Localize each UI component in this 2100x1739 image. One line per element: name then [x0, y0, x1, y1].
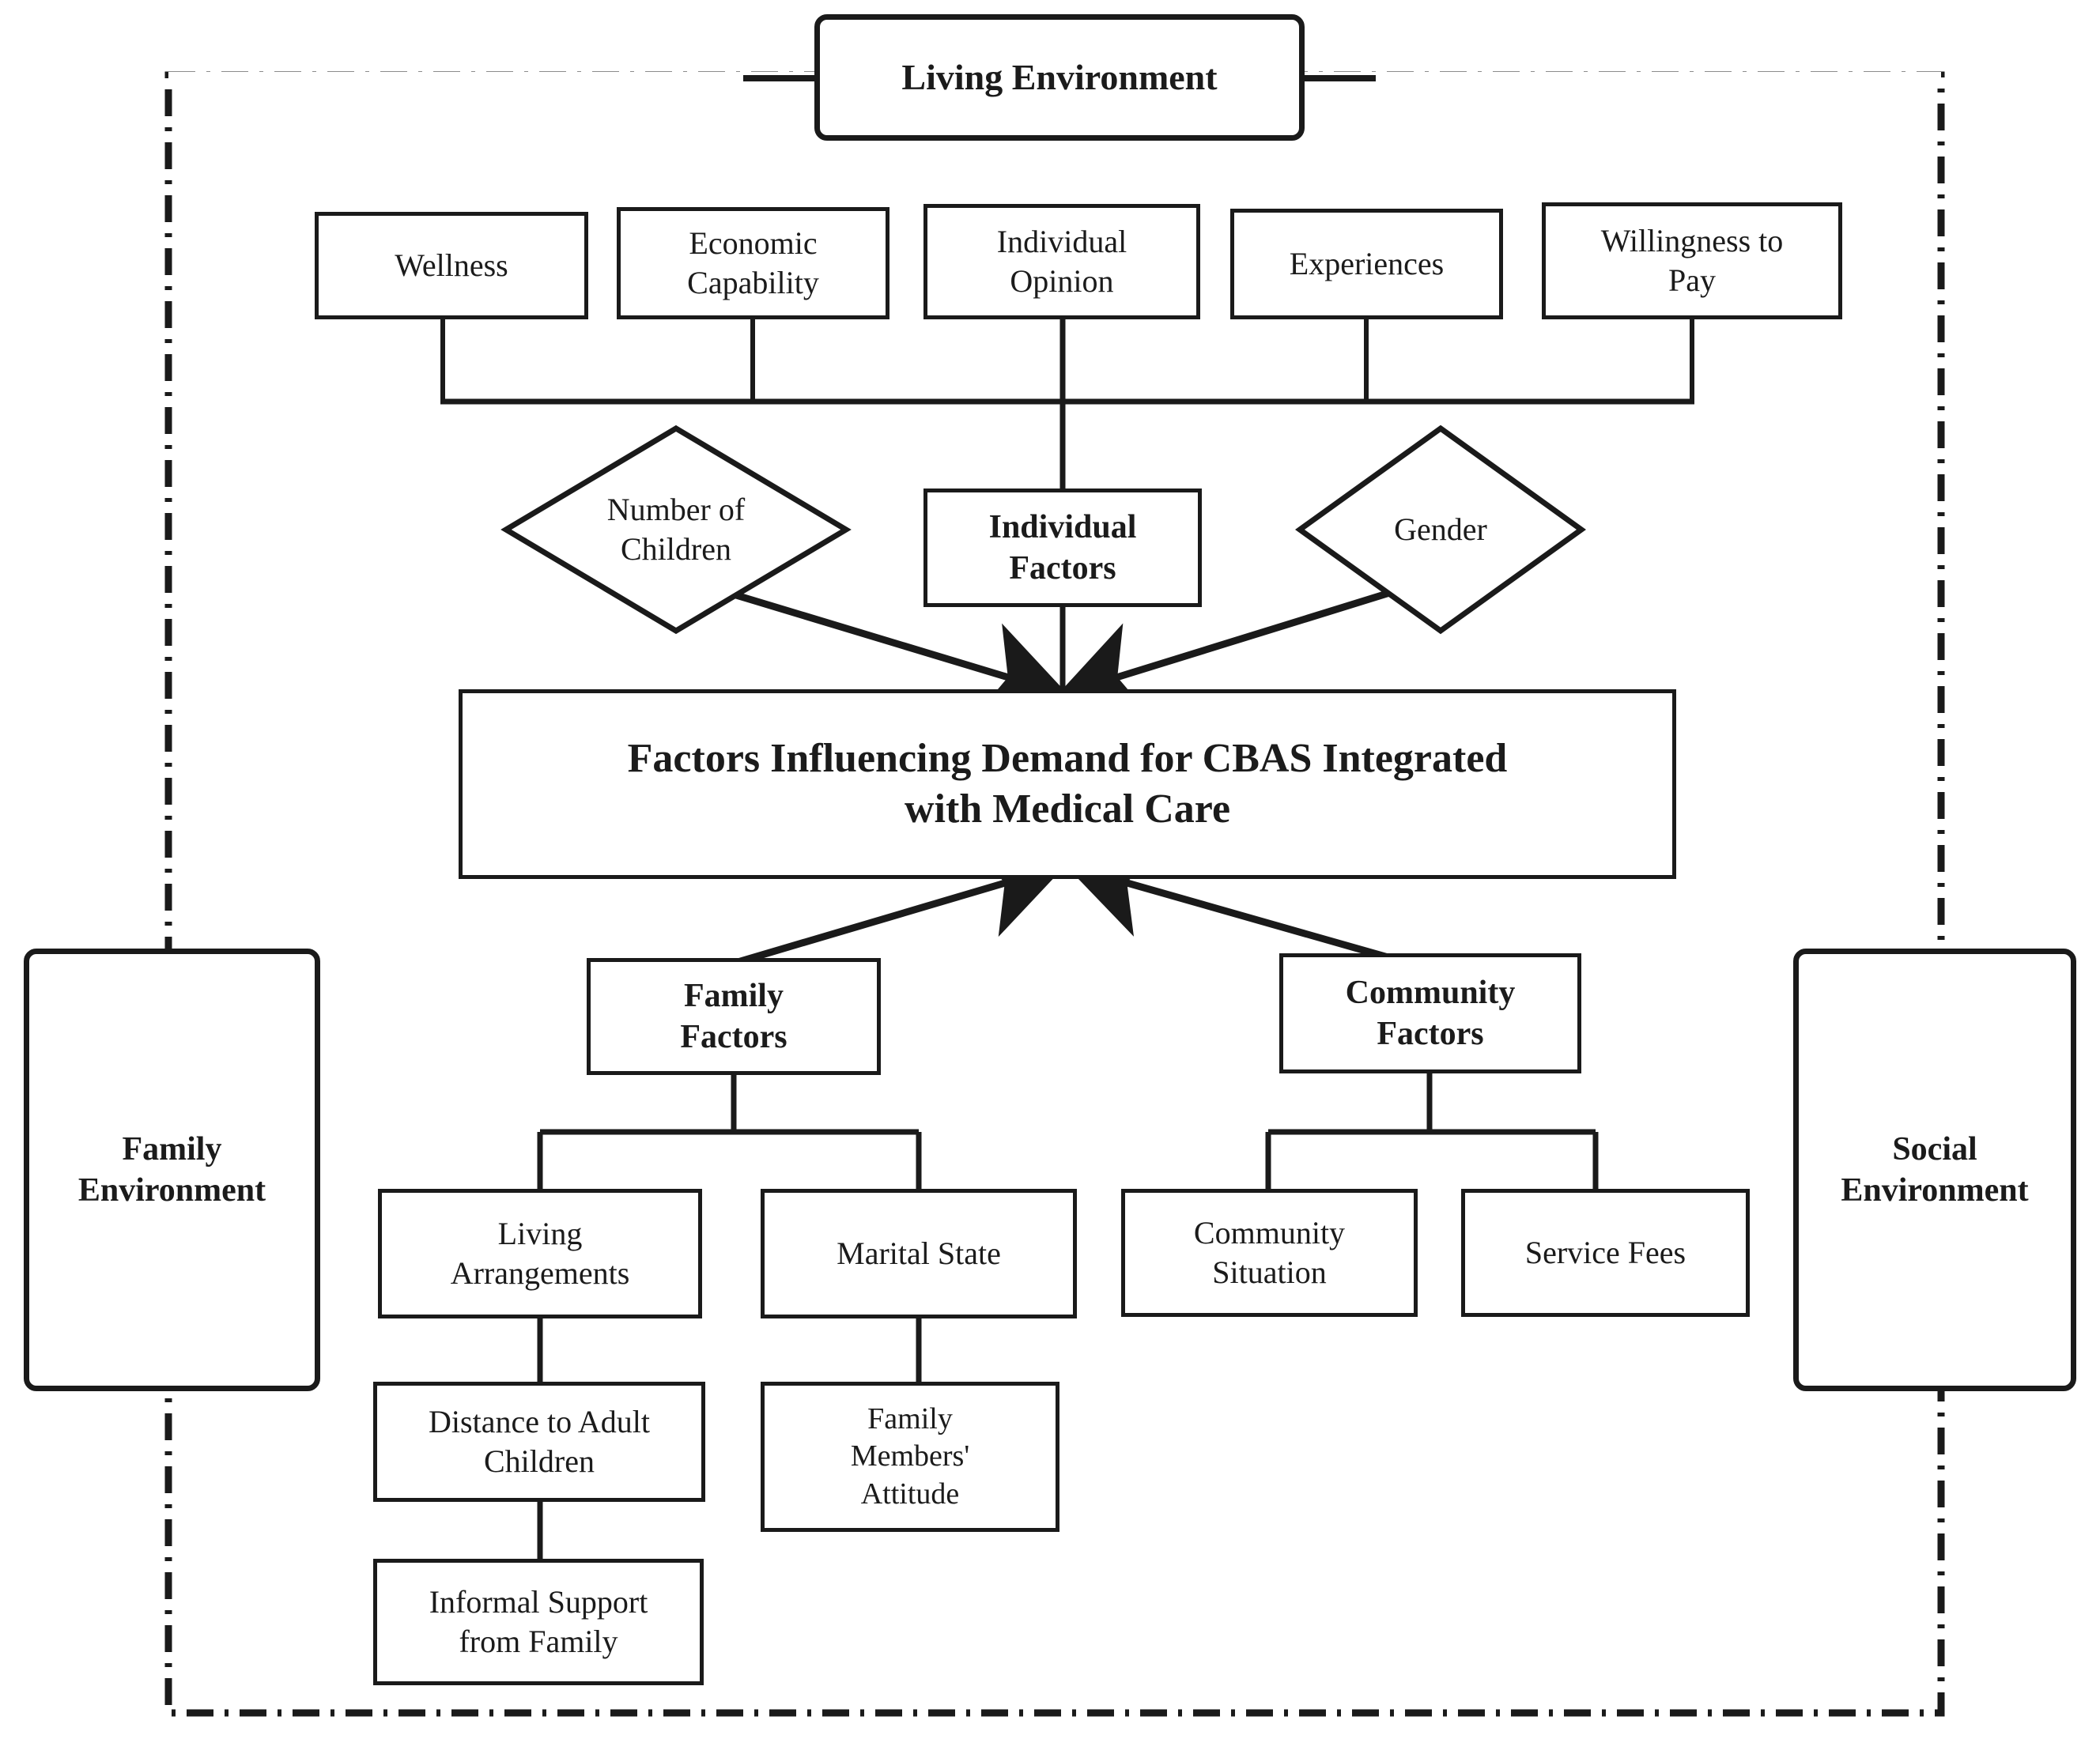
- node-experiences-label: Experiences: [1289, 246, 1445, 282]
- node-willingness-to-pay-label: Willingness to Pay: [1600, 223, 1784, 298]
- node-marital-state[interactable]: Marital State: [761, 1189, 1077, 1318]
- node-informal-support-from-family-label: Informal Support from Family: [429, 1584, 648, 1659]
- node-individual-opinion-label: Individual Opinion: [996, 224, 1127, 299]
- node-number-of-children-label: Number of Children: [606, 492, 746, 567]
- node-individual-factors[interactable]: Individual Factors: [923, 489, 1202, 607]
- node-social-environment[interactable]: Social Environment: [1793, 949, 2076, 1391]
- node-family-factors[interactable]: Family Factors: [587, 958, 881, 1075]
- edge-family-to-main-arrow: [734, 841, 1067, 967]
- node-gender-label: Gender: [1394, 511, 1487, 548]
- node-wellness-label: Wellness: [395, 247, 508, 284]
- edge-community-to-main-arrow: [1065, 840, 1409, 967]
- node-experiences[interactable]: Experiences: [1230, 209, 1503, 319]
- node-community-situation-label: Community Situation: [1193, 1215, 1346, 1290]
- node-living-arrangements[interactable]: Living Arrangements: [378, 1189, 702, 1318]
- node-willingness-to-pay[interactable]: Willingness to Pay: [1542, 202, 1842, 319]
- node-wellness[interactable]: Wellness: [315, 212, 588, 319]
- node-number-of-children[interactable]: Number of Children: [506, 428, 846, 631]
- node-economic-capability[interactable]: Economic Capability: [617, 207, 889, 319]
- edge-gender-to-main-arrow: [1056, 573, 1442, 719]
- diamond-gender[interactable]: [1295, 424, 1586, 635]
- node-community-situation[interactable]: Community Situation: [1121, 1189, 1418, 1317]
- node-family-members-attitude-label: Family Members' Attitude: [850, 1402, 970, 1511]
- node-informal-support-from-family[interactable]: Informal Support from Family: [373, 1559, 704, 1685]
- node-social-environment-label: Social Environment: [1841, 1130, 2029, 1209]
- node-distance-to-adult-children[interactable]: Distance to Adult Children: [373, 1382, 705, 1502]
- diamond-number-of-children[interactable]: [500, 424, 852, 635]
- node-main-topic[interactable]: Factors Influencing Demand for CBAS Inte…: [459, 689, 1676, 879]
- node-service-fees[interactable]: Service Fees: [1461, 1189, 1750, 1317]
- node-family-members-attitude[interactable]: Family Members' Attitude: [761, 1382, 1059, 1532]
- node-living-environment-label: Living Environment: [901, 57, 1218, 98]
- node-community-factors-label: Community Factors: [1345, 974, 1516, 1052]
- node-family-environment-label: Family Environment: [77, 1130, 266, 1209]
- node-service-fees-label: Service Fees: [1524, 1235, 1686, 1271]
- node-individual-factors-label: Individual Factors: [988, 508, 1137, 587]
- node-economic-capability-label: Economic Capability: [687, 225, 819, 300]
- node-community-factors[interactable]: Community Factors: [1279, 953, 1581, 1073]
- node-individual-opinion[interactable]: Individual Opinion: [923, 204, 1200, 319]
- node-living-environment[interactable]: Living Environment: [814, 14, 1305, 141]
- node-distance-to-adult-children-label: Distance to Adult Children: [429, 1404, 650, 1479]
- node-main-topic-label: Factors Influencing Demand for CBAS Inte…: [627, 735, 1508, 832]
- node-family-environment[interactable]: Family Environment: [24, 949, 320, 1391]
- node-gender[interactable]: Gender: [1300, 428, 1581, 631]
- node-living-arrangements-label: Living Arrangements: [450, 1216, 630, 1291]
- node-marital-state-label: Marital State: [837, 1235, 1001, 1272]
- node-family-factors-label: Family Factors: [680, 977, 788, 1055]
